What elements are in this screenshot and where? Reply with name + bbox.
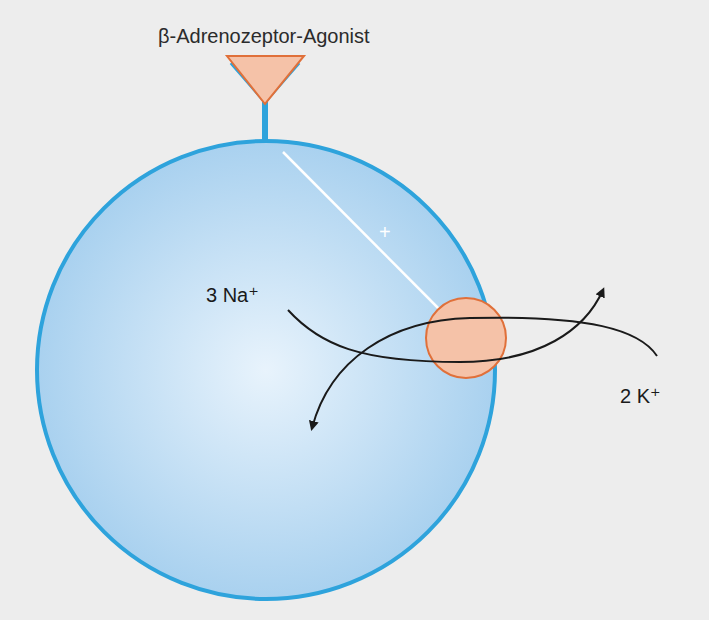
sodium-flow-arrow bbox=[288, 290, 603, 362]
potassium-flow-arrow bbox=[312, 318, 657, 428]
cell-membrane bbox=[37, 141, 495, 599]
ion-label: 2 K⁺ bbox=[620, 384, 661, 408]
effect-sign: + bbox=[379, 220, 391, 244]
activation-arrow bbox=[283, 152, 452, 322]
pump-circle bbox=[426, 298, 506, 378]
agonist-label: β-Adrenozeptor-Agonist bbox=[158, 24, 370, 48]
agonist-triangle bbox=[227, 56, 304, 104]
ion-label: 3 Na⁺ bbox=[206, 283, 259, 307]
